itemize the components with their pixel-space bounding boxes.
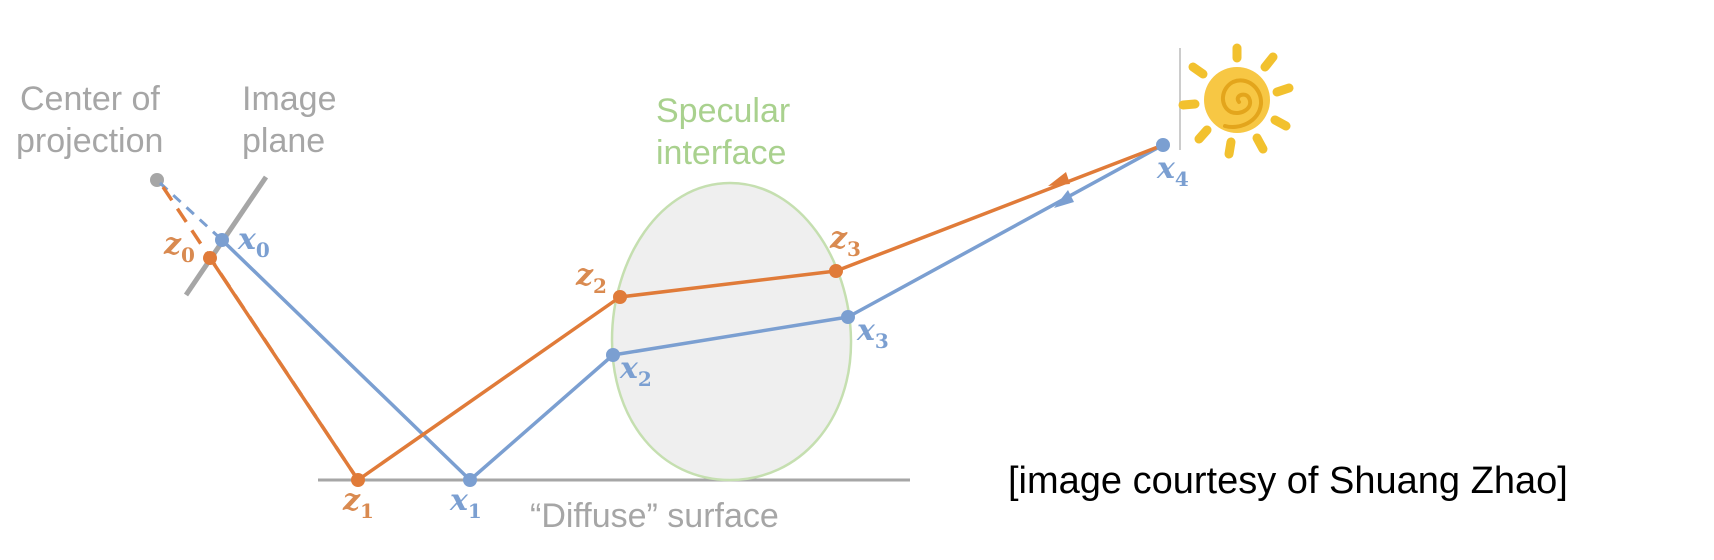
vertex-x0 (215, 233, 229, 247)
label-z3: z3 (829, 221, 861, 261)
image-plane-label-line2: plane (242, 122, 325, 160)
label-x0: x0 (237, 222, 270, 262)
specular-interface-label-line2: interface (656, 134, 786, 172)
orange-arrowhead (1048, 172, 1070, 186)
label-x3: x3 (856, 313, 889, 353)
label-z2: z2 (575, 258, 607, 298)
image-courtesy-caption: [image courtesy of Shuang Zhao] (1008, 460, 1568, 502)
label-x2: x2 (619, 351, 652, 391)
label-z0: z0 (163, 227, 195, 267)
specular-interface-shape (610, 181, 853, 482)
vertex-x3 (841, 310, 855, 324)
diffuse-surface-label: “Diffuse” surface (530, 497, 779, 535)
vertex-z2 (613, 290, 627, 304)
vertex-z1 (351, 473, 365, 487)
vertex-x4 (1156, 138, 1170, 152)
center-of-projection-label-line1: Center of (20, 80, 160, 118)
sun-icon (1178, 43, 1294, 159)
label-x4: x4 (1156, 151, 1189, 191)
label-x1: x1 (449, 483, 482, 523)
vertex-z3 (829, 264, 843, 278)
blue-dashed-ray (158, 181, 224, 242)
vertex-z0 (203, 251, 217, 265)
blue-arrowhead-2 (1054, 190, 1074, 208)
center-of-projection-label-line2: projection (16, 122, 163, 160)
vertex-x2 (606, 348, 620, 362)
vertex-x1 (463, 473, 477, 487)
image-plane-label-line1: Image (242, 80, 337, 118)
label-z1: z1 (342, 483, 374, 523)
specular-interface-label-line1: Specular (656, 92, 790, 130)
